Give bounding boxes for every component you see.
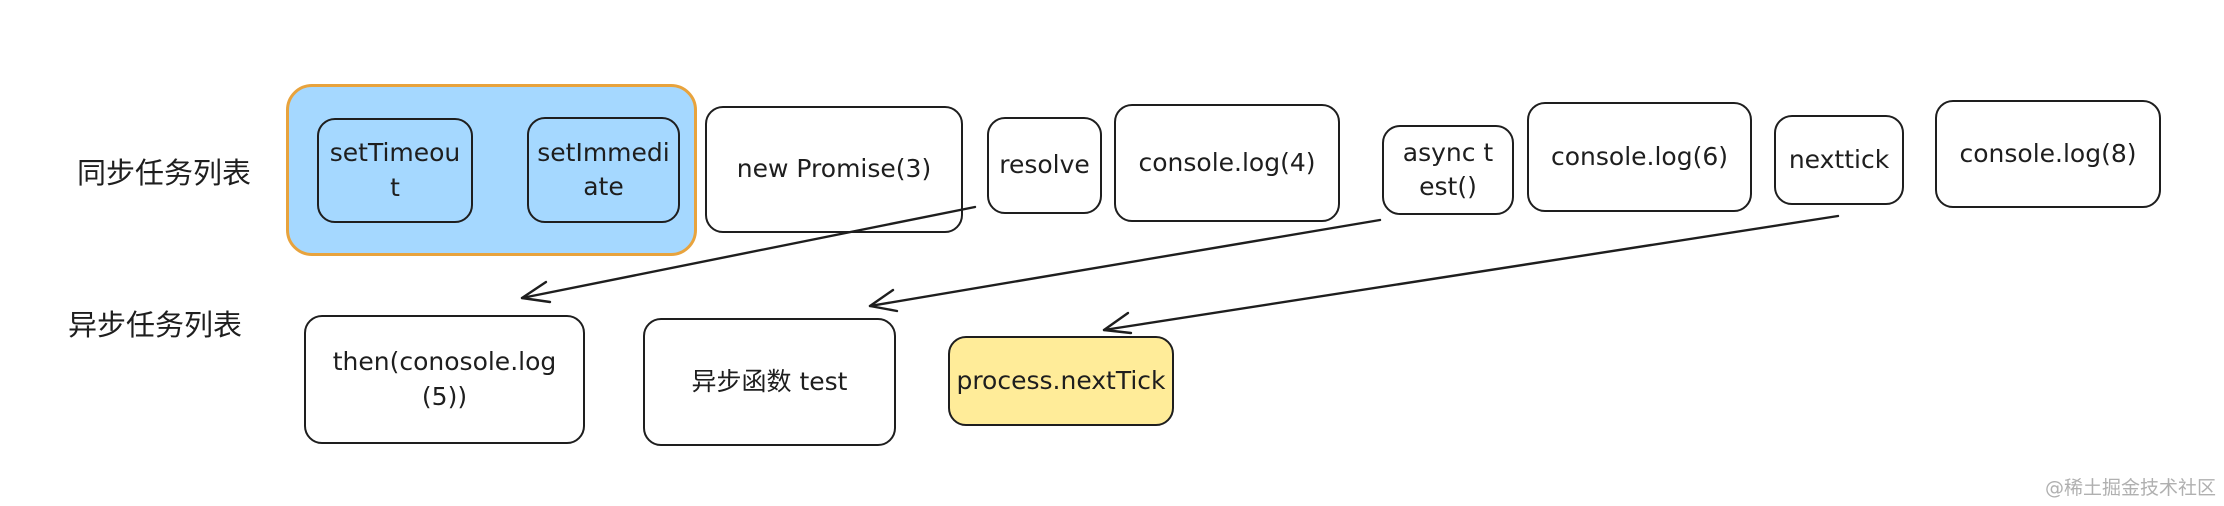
set-timeout-text: setTimeout <box>329 138 461 202</box>
arrow-nexttick-to-process-nexttick <box>1102 214 1840 335</box>
then-text: then(conosole.log(5)) <box>332 347 557 411</box>
process-nexttick-box: process.nextTick <box>948 336 1174 426</box>
async-task-list-label: 异步任务列表 <box>68 308 243 342</box>
console-log-6-box: console.log(6) <box>1527 102 1752 212</box>
process-nexttick-text: process.nextTick <box>956 365 1166 395</box>
console-log-8-box: console.log(8) <box>1935 100 2161 208</box>
console-log-8-text: console.log(8) <box>1959 138 2137 168</box>
sync-task-list-label: 同步任务列表 <box>77 156 252 190</box>
then-box: then(conosole.log(5)) <box>304 315 585 444</box>
nexttick-box: nexttick <box>1774 115 1904 205</box>
console-log-4-box: console.log(4) <box>1114 104 1340 222</box>
new-promise-box: new Promise(3) <box>705 106 963 233</box>
async-test-box: async test() <box>1382 125 1514 215</box>
nexttick-text: nexttick <box>1788 144 1890 174</box>
console-log-6-text: console.log(6) <box>1550 141 1728 171</box>
watermark: @稀土掘金技术社区 <box>2044 477 2216 499</box>
set-immediate-text: setImmediate <box>537 137 670 202</box>
console-log-4-text: console.log(4) <box>1138 147 1316 177</box>
set-timeout-box: setTimeout <box>317 118 473 223</box>
async-function-test-text: 异步函数 test <box>691 366 848 396</box>
resolve-text: resolve <box>999 150 1090 180</box>
async-function-test-box: 异步函数 test <box>643 318 896 446</box>
arrow-async-test-to-async-function <box>868 218 1382 313</box>
arrow-resolve-to-then <box>520 205 977 304</box>
resolve-box: resolve <box>987 117 1102 214</box>
new-promise-text: new Promise(3) <box>736 154 932 184</box>
async-test-text: async test() <box>1402 137 1494 202</box>
set-immediate-box: setImmediate <box>527 117 680 223</box>
